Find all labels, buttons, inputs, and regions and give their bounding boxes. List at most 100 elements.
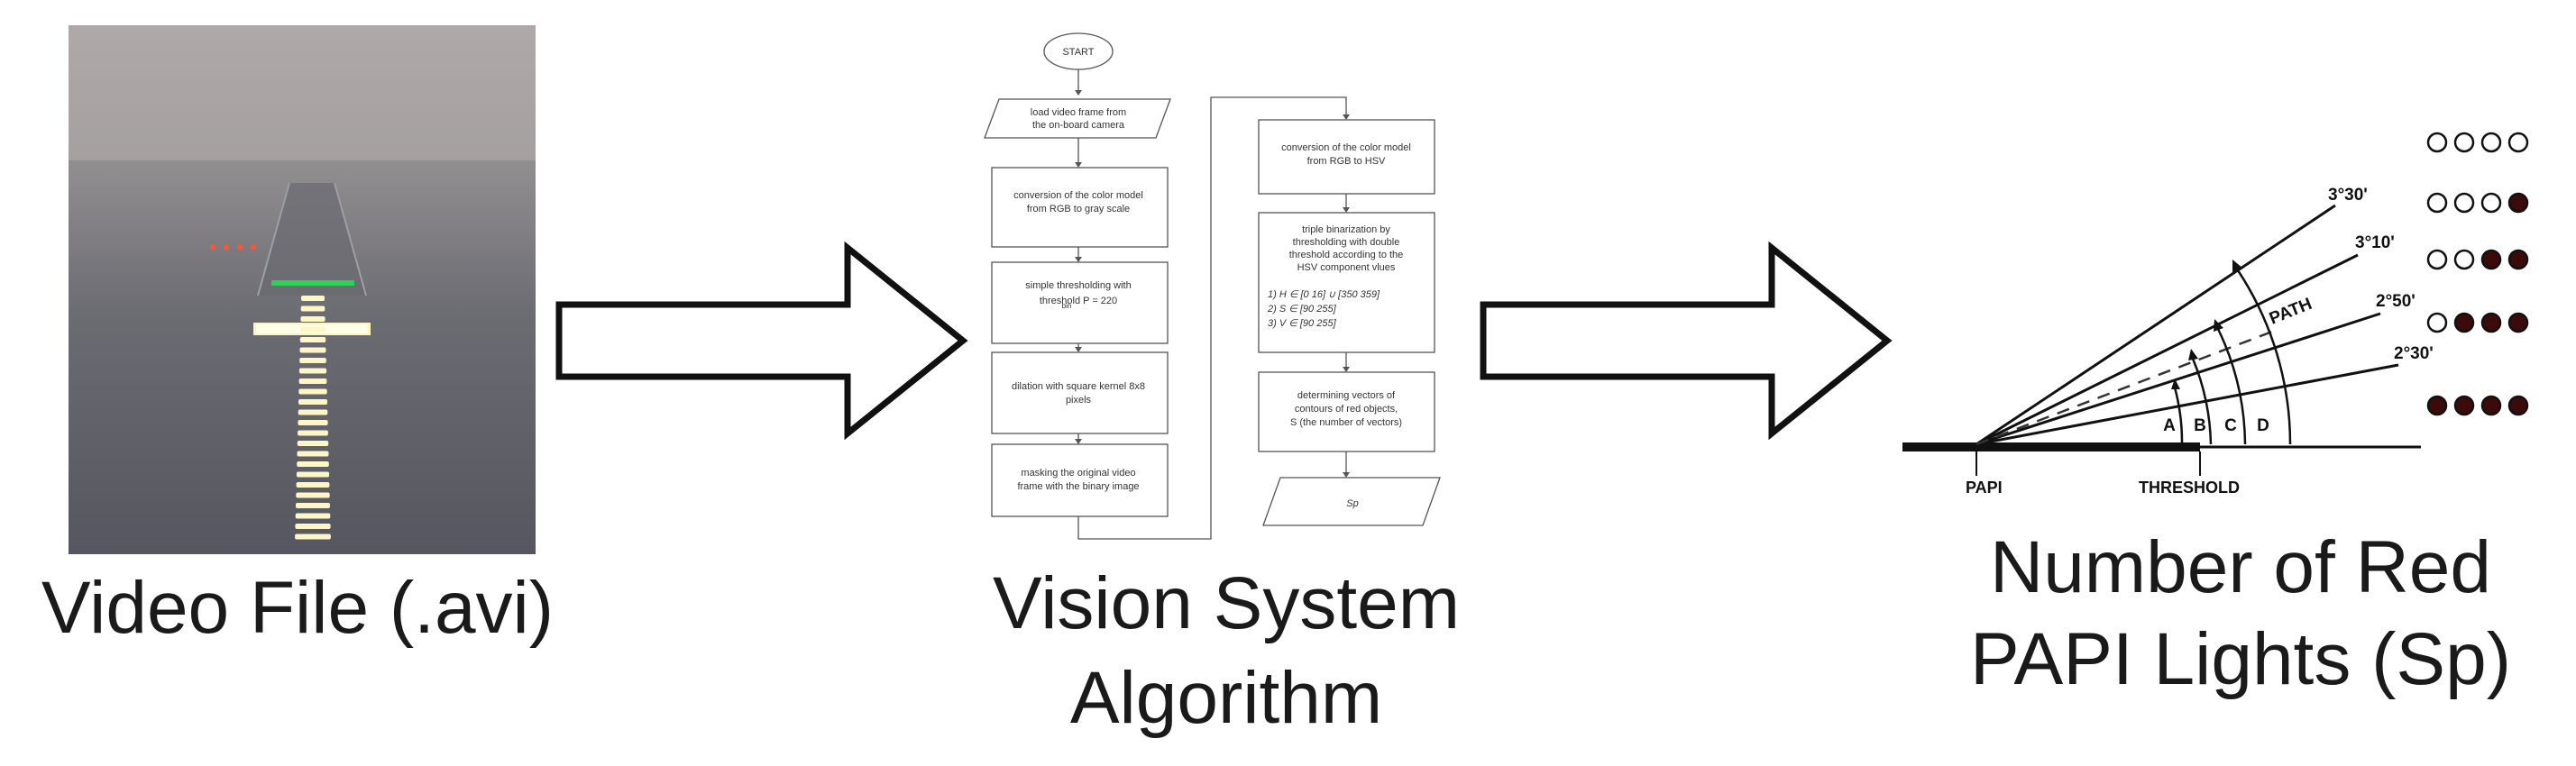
flowchart-dilation (991, 351, 1169, 434)
approach-light (298, 388, 327, 395)
fc-l0-line1: the on-board camera (1032, 120, 1125, 131)
papi-light-white (2426, 312, 2448, 333)
arc-a (2173, 387, 2184, 445)
slope-line-2-50 (1976, 312, 2381, 446)
fc-r2-line1: 2) S ∈ [90 255] (1267, 304, 1337, 315)
fc-l2-line1: threshold P = 220 (1040, 296, 1117, 306)
fc-l3-line0: dilation with square kernel 8x8 (1012, 381, 1145, 392)
approach-path (1976, 330, 2273, 446)
papi-light-red (2507, 312, 2529, 333)
flowchart-masking (991, 443, 1169, 517)
fc-r2-line0: 1) H ∈ [0 16] ∪ [350 359] (1268, 289, 1380, 300)
papi-light-white (2480, 132, 2502, 153)
fc-l2-line0: simple thresholding with (1025, 280, 1131, 291)
approach-light (297, 461, 329, 467)
papi-light-white (2426, 132, 2448, 153)
papi-light-white (2426, 249, 2448, 270)
papi-light-red (2507, 395, 2529, 416)
path-label: PATH (2267, 295, 2315, 329)
caption-vision-system-line2: Algorithm (1069, 657, 1383, 739)
papi-light-red (2507, 192, 2529, 214)
fc-r0-line0: conversion of the color model (1281, 142, 1411, 153)
sector-label-a: A (2163, 416, 2176, 435)
approach-light (298, 430, 328, 436)
flowchart-input-load-frame (984, 98, 1171, 139)
flowchart-thresholding (991, 261, 1169, 344)
approach-light (295, 524, 331, 529)
papi-light-indicators (2426, 132, 2529, 416)
approach-light (298, 399, 327, 405)
approach-light (300, 305, 325, 312)
angle-label-2-30: 2°30' (2394, 344, 2434, 363)
papi-light-white (2507, 132, 2529, 153)
caption-red-lights-line2: PAPI Lights (Sp) (1969, 618, 2512, 700)
fc-l4-line1: frame with the binary image (1017, 481, 1139, 492)
fc-r1-line2: threshold according to the (1289, 250, 1404, 260)
fc-r0-line1: from RGB to HSV (1307, 156, 1386, 167)
approach-light (299, 337, 326, 342)
papi-light-white (2480, 192, 2502, 214)
fc-r1-line0: triple binarization by (1302, 224, 1390, 235)
approach-light (301, 296, 325, 301)
approach-light (300, 326, 325, 333)
approach-light (295, 513, 331, 519)
arrow-right-1 (555, 241, 968, 441)
papi-light-red (2453, 395, 2475, 416)
fc-r4-line0: Sp (1346, 498, 1358, 509)
fc-r2-line2: 3) V ∈ [90 255] (1268, 318, 1337, 329)
papi-light-white (2453, 249, 2475, 270)
approach-lights (295, 296, 331, 540)
threshold-lights (271, 280, 354, 286)
papi-red-light (224, 244, 229, 250)
fc-l1-line0: conversion of the color model (1013, 190, 1143, 201)
fc-l1-line1: from RGB to gray scale (1027, 204, 1130, 214)
papi-light-white (2453, 192, 2475, 214)
approach-light (298, 368, 327, 374)
threshold-ground-label: THRESHOLD (2139, 479, 2240, 497)
papi-light-red (2480, 249, 2502, 270)
approach-light (298, 420, 328, 425)
papi-red-light (237, 244, 243, 250)
slope-line-2-30 (1976, 363, 2399, 446)
papi-light-white (2453, 132, 2475, 153)
fc-r1-line1: thresholding with double (1293, 237, 1400, 248)
papi-red-light (251, 244, 256, 250)
approach-light (298, 409, 328, 415)
sector-label-d: D (2257, 416, 2269, 435)
fc-r1-line3: HSV component vlues (1297, 262, 1396, 273)
angle-label-3-10: 3°10' (2355, 233, 2395, 252)
caption-red-lights-line1: Number of Red (1989, 526, 2492, 608)
angle-label-2-50: 2°50' (2376, 292, 2416, 311)
papi-light-red (2426, 395, 2448, 416)
slope-line-3-10 (1976, 253, 2359, 446)
flowchart-triple-binarization (1258, 212, 1435, 353)
fc-l4-line0: masking the original video (1021, 468, 1135, 479)
approach-light (296, 482, 330, 488)
fc-r3-line2: S (the number of vectors) (1290, 417, 1402, 428)
papi-light-red (2480, 312, 2502, 333)
fc-l0-line0: load video frame from (1031, 107, 1126, 118)
fc-r3-line1: contours of red objects, (1295, 404, 1398, 415)
caption-vision-system-line1: Vision System (992, 562, 1461, 644)
approach-light (297, 441, 329, 446)
sector-label-c: C (2224, 416, 2237, 435)
flowchart-start-label: START (1062, 47, 1094, 58)
approach-light (296, 503, 330, 508)
approach-light (299, 347, 326, 353)
papi-red-light (210, 244, 215, 250)
fc-l3-line1: pixels (1066, 395, 1092, 406)
papi-light-red (2480, 395, 2502, 416)
papi-light-red (2453, 312, 2475, 333)
flowchart-gray-conversion (991, 167, 1169, 248)
papi-light-red (2507, 249, 2529, 270)
fc-l2-sub: bin (1062, 302, 1072, 310)
slope-line-3-30 (1976, 204, 2336, 446)
approach-light (300, 316, 325, 322)
fc-r3-line0: determining vectors of (1297, 390, 1396, 401)
flowchart-hsv-conversion (1258, 119, 1435, 195)
approach-light (299, 358, 326, 363)
approach-light (297, 451, 329, 457)
